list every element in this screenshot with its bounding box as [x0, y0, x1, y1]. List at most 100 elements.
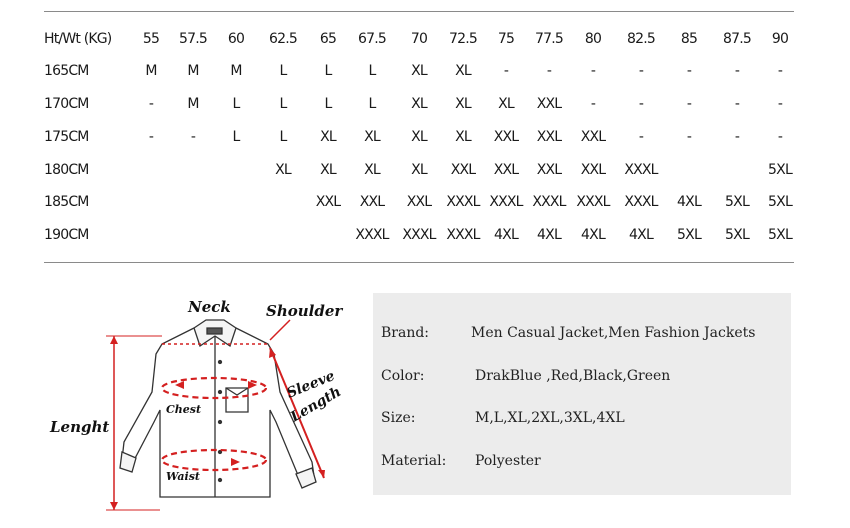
weight-header: 55: [142, 31, 160, 47]
size-cell: -: [503, 63, 509, 79]
brand-value: Men Casual Jacket,Men Fashion Jackets: [471, 325, 756, 341]
size-cell: XL: [364, 129, 381, 145]
weight-header: 82.5: [627, 31, 656, 47]
brand-label: Brand:: [381, 325, 430, 341]
size-cell: XXL: [493, 162, 519, 178]
size-cell: XXXL: [489, 194, 523, 210]
weight-header: 87.5: [723, 31, 752, 47]
size-cell: M: [230, 63, 242, 79]
height-label: 165CM: [44, 63, 89, 79]
weight-header: 90: [771, 31, 789, 47]
size-cell: M: [145, 63, 157, 79]
chest-label: Chest: [166, 403, 201, 416]
color-label: Color:: [381, 368, 425, 384]
size-cell: -: [148, 96, 154, 112]
size-cell: L: [368, 96, 377, 112]
size-cell: 5XL: [768, 227, 793, 243]
height-label: 180CM: [44, 162, 89, 178]
size-cell: XL: [455, 63, 472, 79]
size-cell: XXL: [536, 129, 562, 145]
size-value: M,L,XL,2XL,3XL,4XL: [475, 410, 625, 426]
weight-header: 67.5: [358, 31, 387, 47]
top-divider: [44, 11, 794, 12]
size-cell: -: [638, 129, 644, 145]
weight-header: 70: [410, 31, 428, 47]
size-cell: -: [734, 129, 740, 145]
size-cell: 4XL: [494, 227, 519, 243]
lenght-label: Lenght: [49, 418, 109, 436]
size-cell: XXXL: [355, 227, 389, 243]
weight-header: 60: [227, 31, 245, 47]
size-cell: XL: [498, 96, 515, 112]
size-cell: L: [279, 63, 288, 79]
size-cell: 5XL: [725, 194, 750, 210]
weight-header: 85: [680, 31, 698, 47]
height-label: 175CM: [44, 129, 89, 145]
size-cell: XXXL: [532, 194, 566, 210]
size-cell: 5XL: [725, 227, 750, 243]
size-cell: L: [232, 96, 241, 112]
size-cell: XXXL: [624, 194, 658, 210]
weight-header: 65: [319, 31, 337, 47]
size-cell: XXXL: [624, 162, 658, 178]
size-cell: XXL: [315, 194, 341, 210]
size-cell: 5XL: [768, 162, 793, 178]
color-value: DrakBlue ,Red,Black,Green: [475, 368, 671, 384]
size-cell: XXXL: [402, 227, 436, 243]
size-cell: XL: [411, 96, 428, 112]
size-cell: XXL: [536, 96, 562, 112]
size-cell: 5XL: [768, 194, 793, 210]
weight-header: 72.5: [449, 31, 478, 47]
size-cell: XL: [411, 63, 428, 79]
size-cell: XL: [320, 129, 337, 145]
measurement-lines: [106, 319, 325, 511]
weight-header: 80: [584, 31, 602, 47]
size-cell: -: [777, 63, 783, 79]
size-cell: M: [187, 96, 199, 112]
size-cell: -: [686, 63, 692, 79]
size-cell: -: [590, 63, 596, 79]
size-cell: -: [546, 63, 552, 79]
height-label: 190CM: [44, 227, 89, 243]
size-cell: -: [777, 96, 783, 112]
size-cell: -: [190, 129, 196, 145]
material-label: Material:: [381, 453, 447, 469]
size-cell: -: [590, 96, 596, 112]
size-cell: 4XL: [629, 227, 654, 243]
size-cell: XXL: [359, 194, 385, 210]
size-cell: -: [686, 129, 692, 145]
size-cell: 5XL: [677, 227, 702, 243]
size-cell: XXL: [450, 162, 476, 178]
size-cell: M: [187, 63, 199, 79]
size-cell: -: [777, 129, 783, 145]
size-cell: 4XL: [677, 194, 702, 210]
height-label: 170CM: [44, 96, 89, 112]
size-cell: XXXL: [576, 194, 610, 210]
size-cell: -: [638, 63, 644, 79]
weight-header: 62.5: [269, 31, 298, 47]
size-cell: XXL: [580, 129, 606, 145]
waist-label: Waist: [166, 470, 200, 483]
size-cell: XXL: [536, 162, 562, 178]
measurement-diagram: Neck Shoulder Sleeve Length Chest Waist …: [49, 298, 344, 511]
size-cell: XXL: [493, 129, 519, 145]
size-cell: XL: [320, 162, 337, 178]
size-cell: -: [734, 96, 740, 112]
size-cell: L: [368, 63, 377, 79]
size-cell: L: [232, 129, 241, 145]
size-cell: L: [324, 63, 333, 79]
size-cell: L: [279, 96, 288, 112]
shoulder-label: Shoulder: [266, 302, 343, 320]
size-cell: 4XL: [537, 227, 562, 243]
size-cell: -: [734, 63, 740, 79]
material-value: Polyester: [475, 453, 541, 469]
size-cell: XL: [411, 162, 428, 178]
weight-header: 57.5: [179, 31, 208, 47]
size-cell: 4XL: [581, 227, 606, 243]
size-label: Size:: [381, 410, 416, 426]
weight-header: 77.5: [535, 31, 564, 47]
size-cell: XXL: [406, 194, 432, 210]
size-cell: XL: [455, 96, 472, 112]
size-cell: L: [279, 129, 288, 145]
